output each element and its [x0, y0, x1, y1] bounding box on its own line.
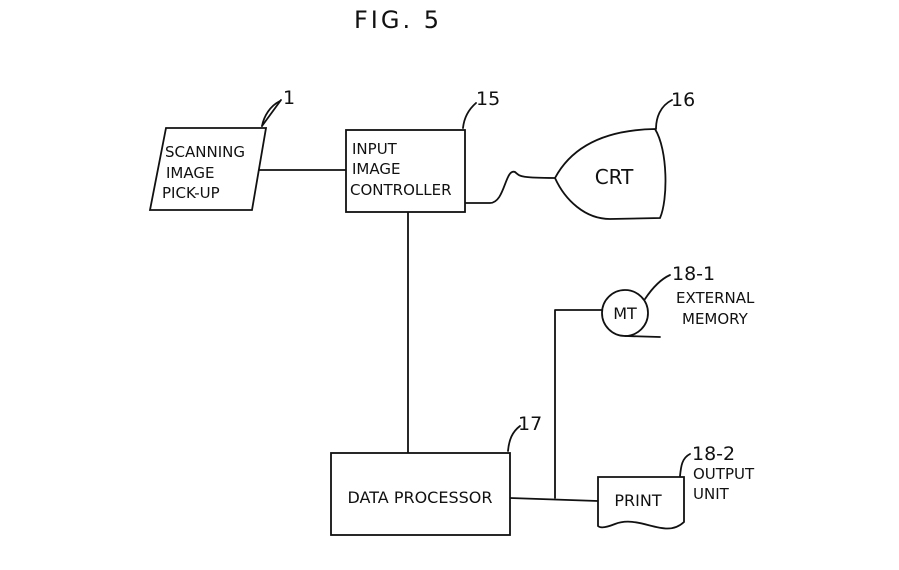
- scanner-label-line-3: PICK-UP: [162, 184, 220, 202]
- data-processor-block: 17 DATA PROCESSOR: [330, 413, 542, 536]
- mt-caption-line-1: EXTERNAL: [676, 289, 755, 307]
- mt-caption-line-2: MEMORY: [682, 310, 749, 328]
- scanner-block: 1 SCANNING IMAGE PICK-UP: [148, 87, 295, 211]
- printer-ref: 18-2: [692, 443, 735, 465]
- printer-caption-line-2: UNIT: [693, 485, 730, 503]
- input-controller-label-line-2: IMAGE: [352, 160, 400, 178]
- scanner-ref: 1: [283, 87, 295, 109]
- scanner-label-line-2: IMAGE: [166, 164, 214, 182]
- data-processor-ref: 17: [518, 413, 542, 435]
- input-controller-block: 15 INPUT IMAGE CONTROLLER: [345, 88, 500, 213]
- scanner-ref-leader-curve: [261, 100, 281, 127]
- printer-shape: [597, 476, 685, 530]
- connector-processor-to-printer: [509, 497, 599, 502]
- crt-ref: 16: [671, 89, 695, 111]
- printer-block: 18-2 PRINT OUTPUT UNIT: [597, 443, 755, 530]
- data-processor-ref-leader: [507, 425, 521, 452]
- input-controller-ref-leader: [462, 102, 477, 129]
- data-processor-box: [330, 452, 511, 536]
- printer-ref-leader: [679, 453, 691, 477]
- figure-title: FIG. 5: [354, 6, 442, 34]
- connections: [257, 169, 603, 502]
- mt-ref: 18-1: [672, 263, 715, 285]
- crt-ref-leader: [655, 99, 673, 130]
- mt-label: MT: [613, 304, 637, 323]
- scanner-shape: [148, 127, 268, 211]
- connector-bus-to-mt: [554, 309, 603, 499]
- input-controller-box: [345, 129, 466, 213]
- data-processor-label: DATA PROCESSOR: [348, 488, 493, 507]
- crt-label: CRT: [595, 165, 634, 189]
- input-controller-ref: 15: [476, 88, 500, 110]
- input-controller-label-line-3: CONTROLLER: [350, 181, 452, 199]
- mt-ref-leader: [644, 274, 671, 300]
- crt-shape: [553, 128, 667, 220]
- printer-label: PRINT: [614, 491, 661, 510]
- mt-tape-tail: [624, 335, 661, 338]
- crt-block: 16 CRT: [553, 89, 695, 220]
- printer-caption-line-1: OUTPUT: [693, 465, 755, 483]
- scanner-label-line-1: SCANNING: [165, 143, 245, 161]
- input-controller-label-line-1: INPUT: [352, 140, 398, 158]
- connector-controller-to-crt: [464, 171, 556, 204]
- scanner-ref-leader: [261, 99, 282, 127]
- mt-block: 18-1 MT EXTERNAL MEMORY: [601, 263, 755, 338]
